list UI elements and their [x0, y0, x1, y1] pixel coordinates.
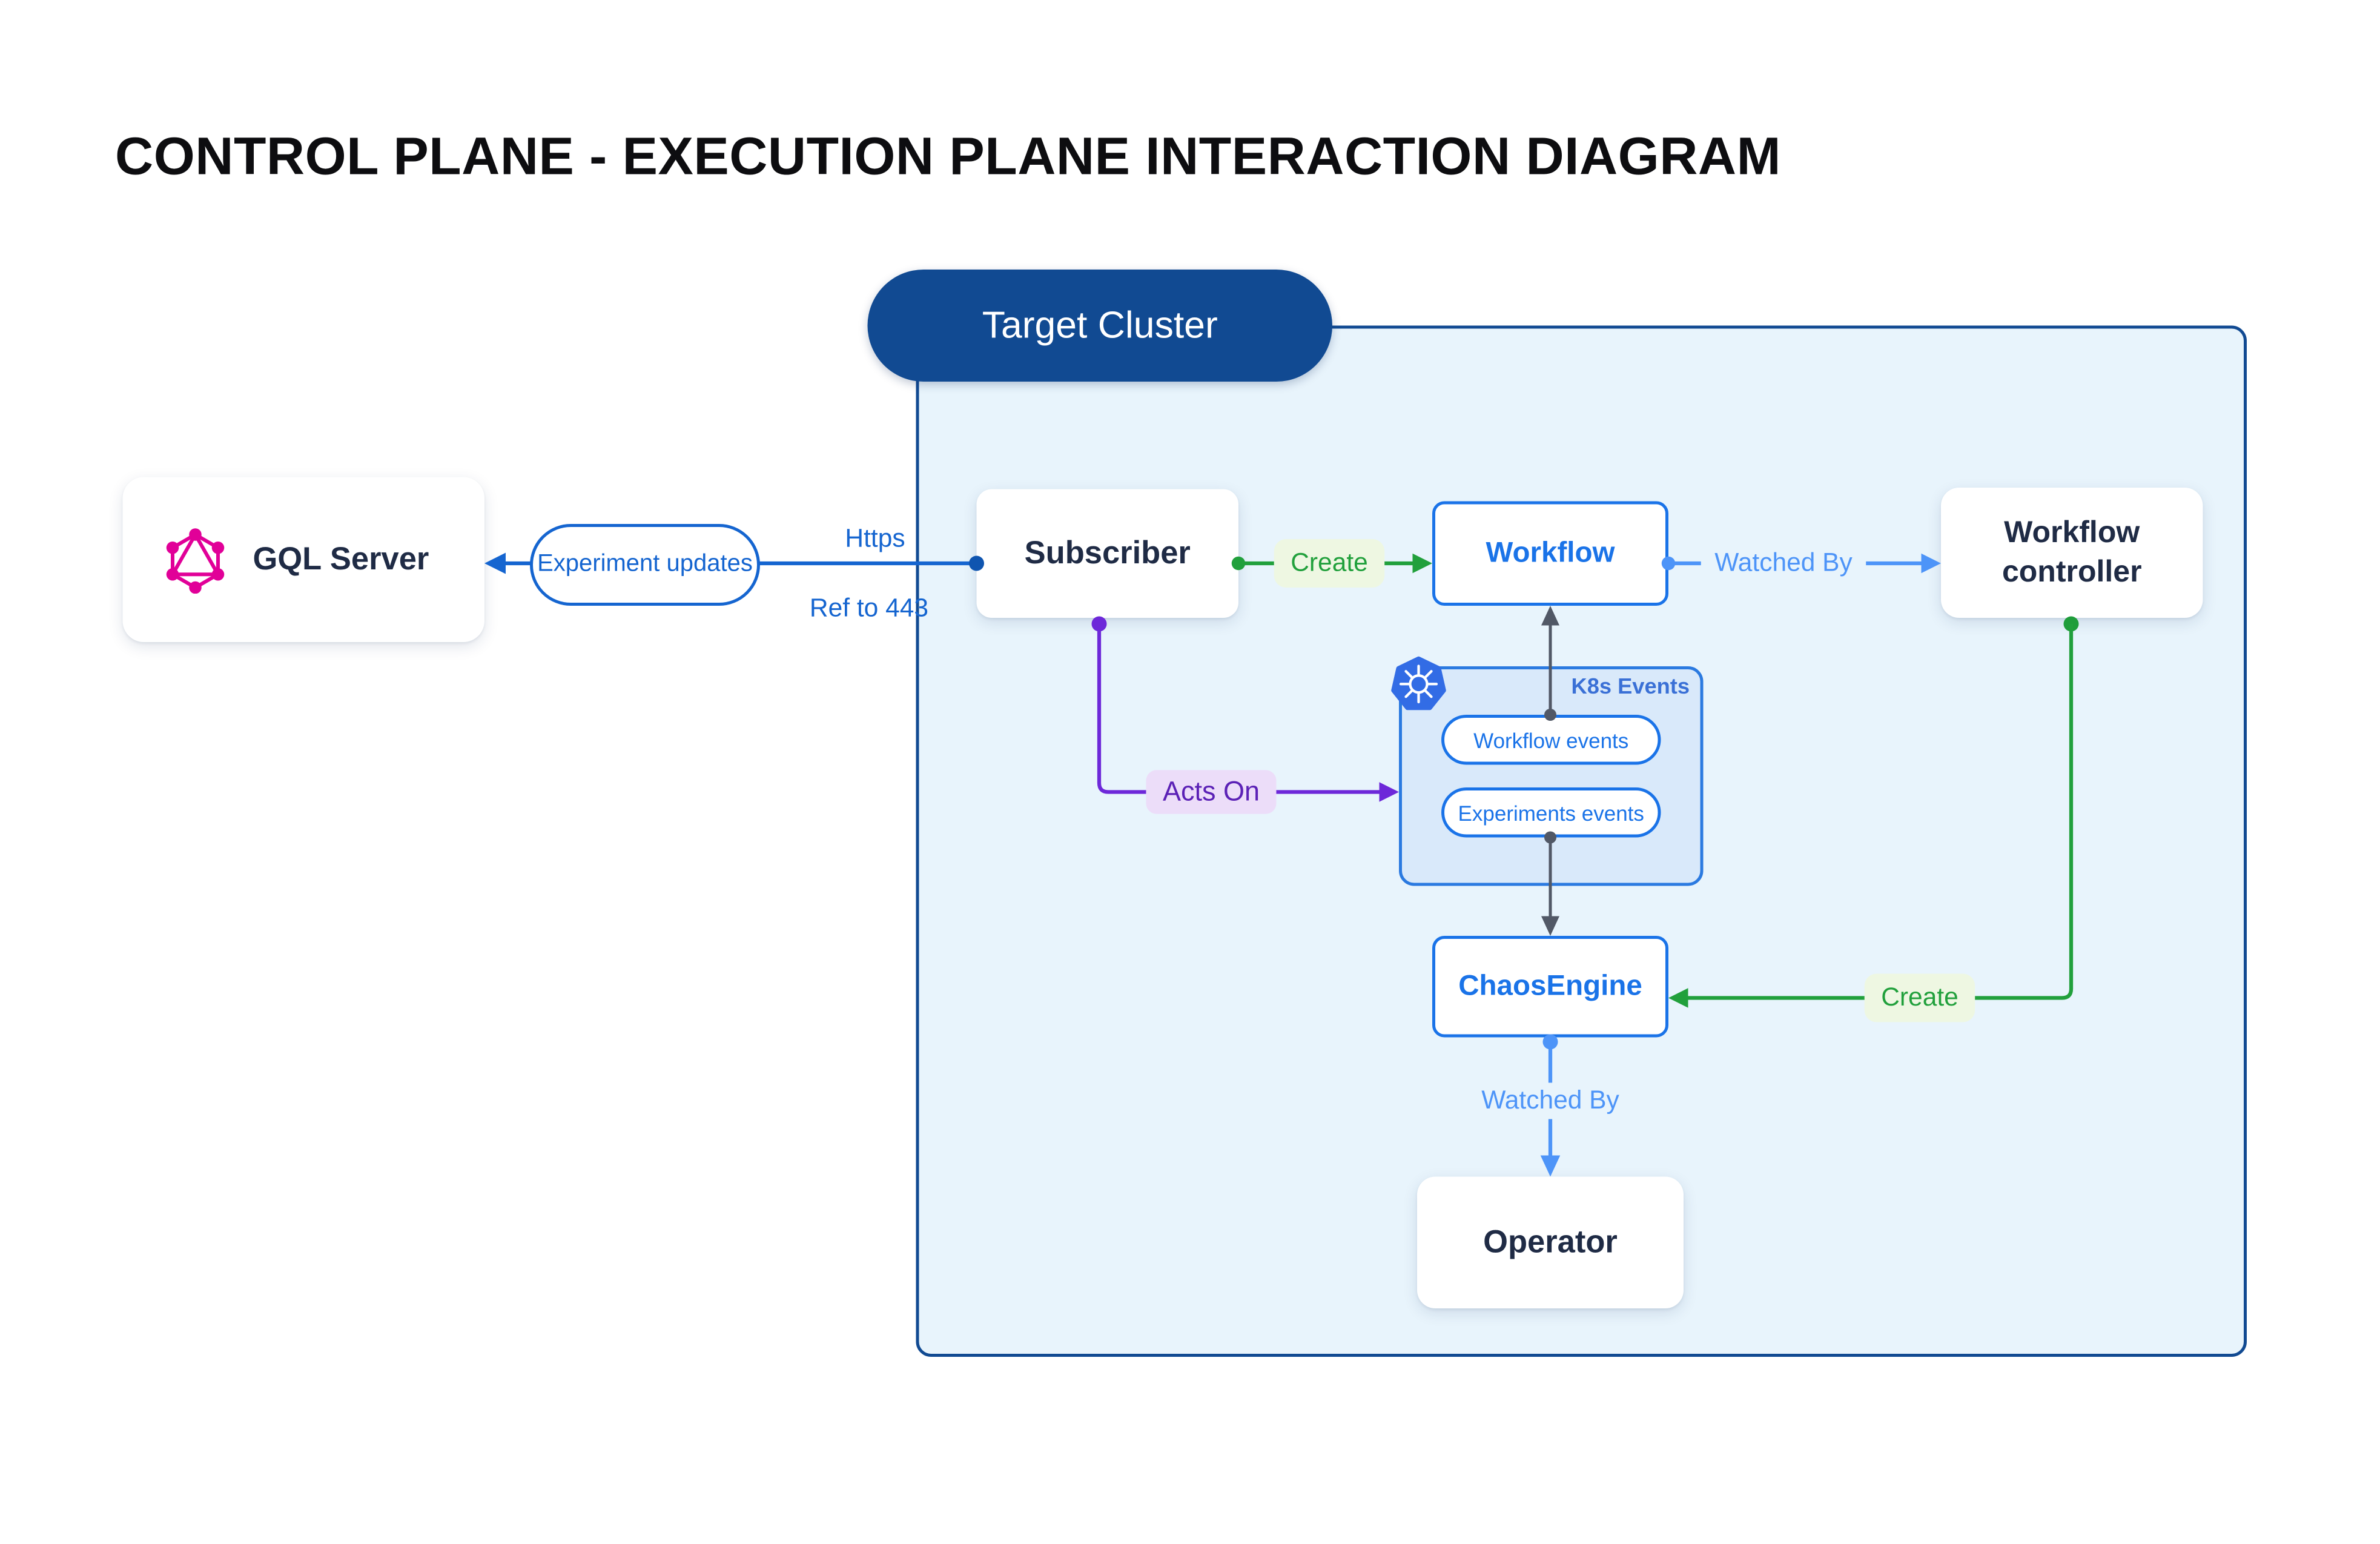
- gql-server-node: GQL Server: [122, 477, 484, 642]
- operator-label: Operator: [1483, 1224, 1618, 1259]
- experiment-updates-label: Experiment updates: [537, 551, 753, 577]
- workflow-node: Workflow: [1432, 501, 1668, 606]
- acts-on-label: Acts On: [1146, 770, 1277, 814]
- create-chaosengine-label: Create: [1864, 973, 1975, 1022]
- workflow-controller-label: Workflow controller: [2002, 516, 2142, 589]
- ref-to-443-label: Ref to 443: [809, 594, 929, 623]
- workflow-events-label: Workflow events: [1473, 727, 1629, 752]
- watched-by-workflow-label: Watched By: [1701, 545, 1866, 581]
- https-label: Https: [845, 524, 905, 553]
- subscriber-label: Subscriber: [1024, 535, 1191, 571]
- workflow-label: Workflow: [1486, 537, 1615, 569]
- graphql-icon: [166, 528, 225, 593]
- kubernetes-icon: [1391, 656, 1446, 711]
- watched-by-operator-label: Watched By: [1467, 1082, 1633, 1119]
- operator-node: Operator: [1417, 1176, 1684, 1308]
- subscriber-node: Subscriber: [976, 489, 1238, 618]
- workflow-controller-node: Workflow controller: [1941, 488, 2203, 618]
- k8s-events-label: K8s Events: [1571, 675, 1690, 700]
- gql-server-label: GQL Server: [253, 541, 429, 577]
- chaos-engine-node: ChaosEngine: [1432, 936, 1668, 1038]
- experiments-events-label: Experiments events: [1458, 800, 1644, 825]
- arrowhead-left-icon: [484, 552, 506, 574]
- chaos-engine-label: ChaosEngine: [1458, 970, 1642, 1002]
- target-cluster-label: Target Cluster: [982, 303, 1218, 346]
- experiment-updates-pill: Experiment updates: [530, 524, 760, 606]
- experiments-events-pill: Experiments events: [1441, 787, 1661, 838]
- workflow-events-pill: Workflow events: [1441, 715, 1661, 765]
- page-title: CONTROL PLANE - EXECUTION PLANE INTERACT…: [115, 127, 1782, 187]
- create-workflow-label: Create: [1274, 539, 1385, 588]
- target-cluster-pill: Target Cluster: [867, 270, 1332, 382]
